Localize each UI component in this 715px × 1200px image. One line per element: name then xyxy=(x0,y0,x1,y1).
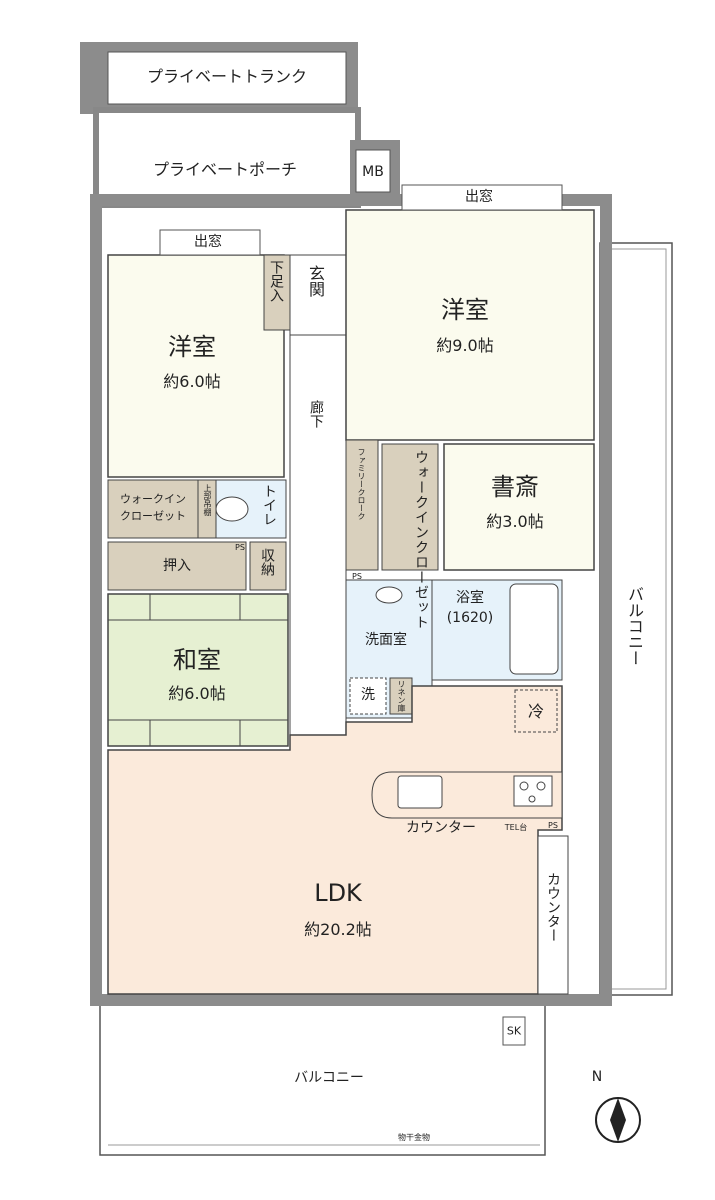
compass-icon xyxy=(595,1097,641,1143)
fridge-space xyxy=(514,689,558,733)
washroom-label: 洗面室 xyxy=(365,632,407,648)
private-trunk-label: プライベートトランク xyxy=(146,67,308,86)
western-right-name: 洋室 xyxy=(441,296,489,324)
ldk-size: 約20.2帖 xyxy=(304,920,372,939)
ps-label-2: PS xyxy=(352,572,362,581)
japanese-name: 和室 xyxy=(173,646,221,674)
bathroom-size: (1620) xyxy=(446,610,494,626)
shuno-storage xyxy=(249,541,287,591)
laundry-hanger-label: 物干金物 xyxy=(398,1133,430,1142)
study-name: 書斎 xyxy=(491,473,539,501)
counter-right-label: カウンター xyxy=(545,872,561,942)
corridor-label: 廊下 xyxy=(308,400,324,428)
entrance-area xyxy=(289,254,347,336)
western-room-right xyxy=(345,209,595,441)
ps-label-1: PS xyxy=(235,543,245,552)
linen-label: リネン庫 xyxy=(397,680,406,712)
upper-shelf-label: 上部吊棚 xyxy=(203,484,212,516)
family-cloak-label: ファミリークローク xyxy=(357,448,366,520)
walkin-left-label-2: クローゼット xyxy=(120,509,186,523)
sk-label: SK xyxy=(506,1024,522,1038)
bathtub xyxy=(509,583,559,675)
window-top-left-label: 出窓 xyxy=(194,234,222,250)
oshiire-storage xyxy=(107,541,247,591)
toilet-label: トイレ xyxy=(261,484,277,526)
washer-label: 洗 xyxy=(361,687,375,703)
ps-label-3: PS xyxy=(548,821,558,830)
bathroom-name: 浴室 xyxy=(456,590,484,606)
mb-label: MB xyxy=(362,164,384,180)
window-top-right-label: 出窓 xyxy=(465,189,493,205)
japanese-room xyxy=(107,593,289,747)
kitchen-stove xyxy=(513,775,553,807)
western-left-size: 約6.0帖 xyxy=(163,372,221,391)
western-room-left xyxy=(107,254,285,478)
shuno-label: 収納 xyxy=(259,548,275,576)
walkin-closet-left xyxy=(107,479,199,539)
oshiire-label: 押入 xyxy=(163,558,191,574)
shoe-storage-label: 下足入 xyxy=(268,260,284,302)
ldk-name: LDK xyxy=(314,879,362,907)
western-left-name: 洋室 xyxy=(168,333,216,361)
counter-kitchen-label: カウンター xyxy=(406,820,476,836)
fridge-label: 冷 xyxy=(527,702,545,721)
private-porch-area xyxy=(93,107,361,208)
walkin-closet-right xyxy=(381,443,439,571)
study-room xyxy=(443,443,595,571)
japanese-size: 約6.0帖 xyxy=(168,684,226,703)
counter-right xyxy=(537,835,569,995)
western-right-size: 約9.0帖 xyxy=(436,336,494,355)
balcony-right-label: バルコニー xyxy=(625,586,644,666)
entrance-label: 玄関 xyxy=(306,265,325,297)
walkin-left-label-1: ウォークイン xyxy=(120,492,186,506)
balcony-bottom-label: バルコニー xyxy=(294,1070,364,1086)
outer-wall xyxy=(90,194,612,1006)
corridor-area xyxy=(289,334,347,736)
washer-box xyxy=(349,677,387,715)
compass-n-label: N xyxy=(591,1069,603,1085)
study-size: 約3.0帖 xyxy=(486,512,544,531)
tel-label: TEL台 xyxy=(504,823,528,832)
sk-box xyxy=(502,1016,526,1046)
kitchen-sink xyxy=(397,775,443,809)
balcony-bottom-area xyxy=(99,994,546,1156)
walkin-right-label: ウォークインクローゼット xyxy=(413,450,429,630)
family-cloak xyxy=(345,439,379,571)
private-porch-label: プライベートポーチ xyxy=(152,160,298,179)
